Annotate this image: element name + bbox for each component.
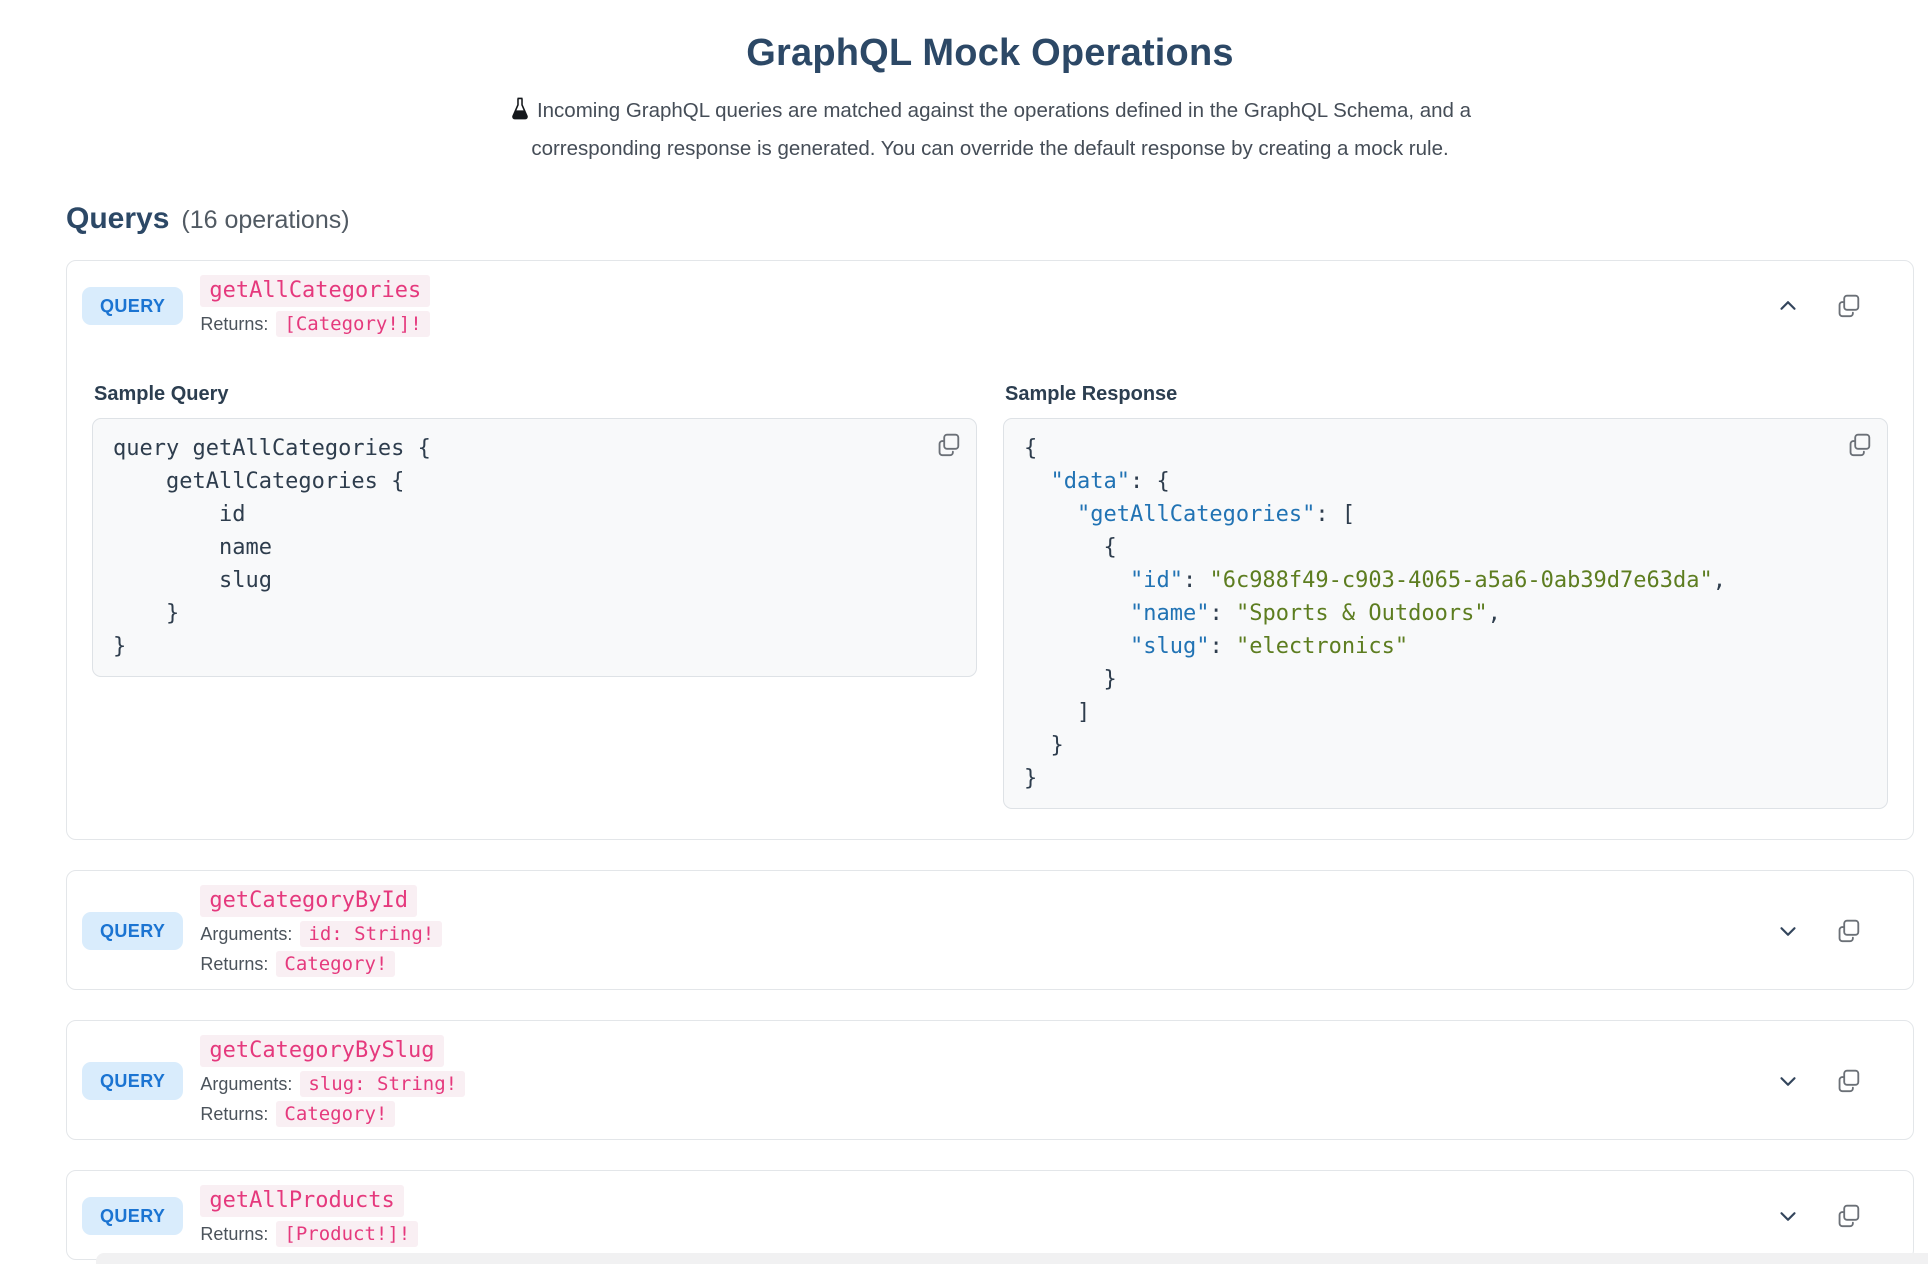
returns-value: [Product!]! <box>276 1221 419 1247</box>
operation-name: getAllProducts <box>200 1185 404 1217</box>
copy-sample-query-button[interactable] <box>935 432 961 458</box>
sample-query-code: query getAllCategories { getAllCategorie… <box>113 436 431 659</box>
query-type-badge: QUERY <box>82 287 184 325</box>
operation-card: QUERY getAllCategories Returns: [Categor… <box>66 260 1914 840</box>
collapse-toggle-button[interactable] <box>1775 1068 1801 1094</box>
copy-icon <box>938 433 960 457</box>
sample-query-section: Sample Query query getAllCategories { ge… <box>92 383 977 677</box>
operation-card-body: Sample Query query getAllCategories { ge… <box>67 349 1913 839</box>
collapse-toggle-button[interactable] <box>1775 1203 1801 1229</box>
operation-summary: QUERY getCategoryBySlug Arguments: slug:… <box>82 1035 466 1127</box>
copy-icon <box>1838 1069 1860 1093</box>
returns-label: Returns: <box>200 953 269 974</box>
returns-row: Returns: [Product!]! <box>200 1221 419 1247</box>
sample-response-section: Sample Response { "data": { "getAllCateg… <box>1003 383 1888 809</box>
query-type-badge: QUERY <box>82 1062 184 1100</box>
next-content-edge <box>96 1253 1928 1264</box>
page-subtitle-text: Incoming GraphQL queries are matched aga… <box>531 99 1472 160</box>
chevron-down-icon <box>1780 1077 1796 1086</box>
operation-name: getAllCategories <box>200 275 431 307</box>
copy-operation-button[interactable] <box>1835 1068 1861 1094</box>
operation-card-header: QUERY getCategoryById Arguments: id: Str… <box>67 871 1913 989</box>
copy-icon <box>1849 433 1871 457</box>
arguments-value: id: String! <box>300 921 443 947</box>
chevron-down-icon <box>1780 1212 1796 1221</box>
section-title: Querys <box>66 202 170 235</box>
sample-response-code-block: { "data": { "getAllCategories": [ { "id"… <box>1003 418 1888 809</box>
sample-response-label: Sample Response <box>1005 383 1178 405</box>
returns-row: Returns: Category! <box>200 1101 465 1127</box>
returns-value: Category! <box>276 1101 396 1127</box>
returns-label: Returns: <box>200 1223 269 1244</box>
operation-card-header: QUERY getAllProducts Returns: [Product!]… <box>67 1171 1913 1259</box>
returns-row: Returns: [Category!]! <box>200 311 430 337</box>
operation-card: QUERY getAllProducts Returns: [Product!]… <box>66 1170 1914 1260</box>
chevron-down-icon <box>1780 927 1796 936</box>
operation-summary: QUERY getAllProducts Returns: [Product!]… <box>82 1185 419 1247</box>
sample-query-code-block: query getAllCategories { getAllCategorie… <box>92 418 977 677</box>
copy-operation-button[interactable] <box>1835 1203 1861 1229</box>
returns-row: Returns: Category! <box>200 951 442 977</box>
returns-value: Category! <box>276 951 396 977</box>
arguments-label: Arguments: <box>200 923 293 944</box>
operation-card-list: QUERY getAllCategories Returns: [Categor… <box>66 260 1914 1260</box>
page-header: GraphQL Mock Operations Incoming GraphQL… <box>66 30 1914 166</box>
sample-query-label: Sample Query <box>94 383 229 405</box>
returns-value: [Category!]! <box>276 311 430 337</box>
query-type-badge: QUERY <box>82 1197 184 1235</box>
section-operation-count: (16 operations) <box>181 206 350 234</box>
copy-sample-response-button[interactable] <box>1846 432 1872 458</box>
arguments-row: Arguments: id: String! <box>200 921 443 947</box>
arguments-row: Arguments: slug: String! <box>200 1071 466 1097</box>
collapse-toggle-button[interactable] <box>1775 918 1801 944</box>
flask-icon <box>509 97 531 126</box>
returns-label: Returns: <box>200 1103 269 1124</box>
copy-icon <box>1838 919 1860 943</box>
operation-name: getCategoryBySlug <box>200 1035 444 1067</box>
section-heading: Querys (16 operations) <box>66 200 1914 238</box>
page-subtitle: Incoming GraphQL queries are matched aga… <box>450 94 1530 166</box>
operation-summary: QUERY getAllCategories Returns: [Categor… <box>82 275 431 337</box>
copy-icon <box>1838 1204 1860 1228</box>
operation-name: getCategoryById <box>200 885 418 917</box>
operation-card: QUERY getCategoryBySlug Arguments: slug:… <box>66 1020 1914 1140</box>
operation-card-header: QUERY getCategoryBySlug Arguments: slug:… <box>67 1021 1913 1139</box>
sample-response-code: { "data": { "getAllCategories": [ { "id"… <box>1024 436 1727 791</box>
operation-summary: QUERY getCategoryById Arguments: id: Str… <box>82 885 443 977</box>
returns-label: Returns: <box>200 313 269 334</box>
arguments-label: Arguments: <box>200 1073 293 1094</box>
copy-operation-button[interactable] <box>1835 918 1861 944</box>
operation-card-header: QUERY getAllCategories Returns: [Categor… <box>67 261 1913 349</box>
operation-card: QUERY getCategoryById Arguments: id: Str… <box>66 870 1914 990</box>
copy-icon <box>1838 294 1860 318</box>
query-type-badge: QUERY <box>82 912 184 950</box>
chevron-up-icon <box>1780 301 1796 310</box>
collapse-toggle-button[interactable] <box>1775 293 1801 319</box>
arguments-value: slug: String! <box>300 1071 466 1097</box>
copy-operation-button[interactable] <box>1835 293 1861 319</box>
page-title: GraphQL Mock Operations <box>746 32 1234 74</box>
